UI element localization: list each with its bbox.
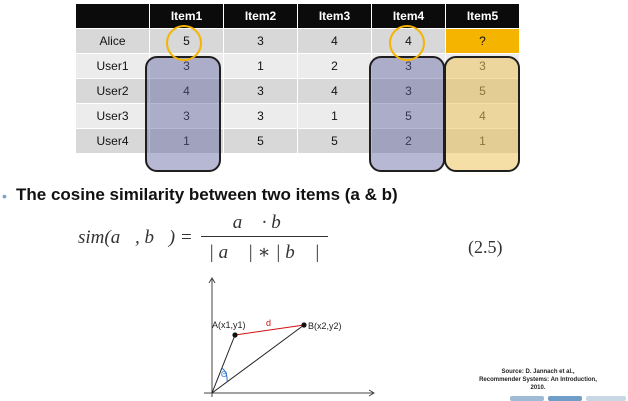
point-b-dot	[301, 322, 307, 328]
section-heading: The cosine similarity between two items …	[16, 185, 398, 204]
formula-lhs: sim(a⃗, b⃗) =	[78, 227, 193, 248]
rating-cell: 4	[297, 78, 372, 104]
unknown-rating-cell: ?	[445, 28, 520, 54]
formula-denominator: | a⃗ | ∗ | b⃗ |	[200, 236, 328, 264]
rating-cell: 1	[223, 53, 298, 79]
rating-cell: 5	[371, 103, 446, 129]
column-header: Item4	[371, 4, 446, 29]
formula-fraction: a⃗ · b⃗ | a⃗ | ∗ | b⃗ |	[200, 212, 328, 264]
distance-label: d	[266, 318, 271, 328]
item5-column-highlight	[444, 56, 520, 172]
cosine-similarity-formula: sim(a⃗, b⃗) = a⃗ · b⃗ | a⃗ | ∗ | b⃗ |	[78, 212, 328, 264]
row-user-name: User1	[75, 53, 150, 79]
row-user-name: User4	[75, 128, 150, 154]
point-b-label: B(x2,y2)	[308, 321, 342, 331]
vector-a	[211, 334, 236, 394]
source-line-2: Recommender Systems: An Introduction,	[479, 377, 597, 383]
row-user-name: Alice	[75, 28, 150, 54]
table-header-row: Item1 Item2 Item3 Item4 Item5	[75, 4, 520, 29]
rating-cell: 2	[297, 53, 372, 79]
rating-cell: 3	[223, 103, 298, 129]
table-row: Alice 5 3 4 4 ?	[75, 28, 520, 54]
rating-cell: 3	[223, 28, 298, 54]
row-user-name: User2	[75, 78, 150, 104]
alice-item4-circle	[389, 25, 425, 61]
source-line-3: 2010.	[530, 385, 546, 391]
rating-cell: 1	[149, 128, 224, 154]
item1-column-highlight	[145, 56, 221, 172]
row-user-name: User3	[75, 103, 150, 129]
bullet-marker: •	[2, 188, 7, 204]
vector-diagram: A(x1,y1) B(x2,y2) d Θ	[204, 277, 375, 397]
distance-line	[234, 324, 305, 336]
slide-corner-decoration	[510, 396, 626, 401]
alice-item1-circle	[166, 25, 202, 61]
rating-cell: 2	[371, 128, 446, 154]
y-axis-arrow	[208, 277, 216, 284]
source-citation: Source: D. Jannach et al., Recommender S…	[458, 368, 618, 392]
rating-cell: 4	[149, 78, 224, 104]
table-corner-cell	[75, 4, 150, 29]
x-axis-arrow	[368, 389, 375, 397]
rating-cell: 4	[297, 28, 372, 54]
point-a-label: A(x1,y1)	[212, 320, 246, 330]
point-a-dot	[232, 332, 238, 338]
rating-cell: 5	[297, 128, 372, 154]
formula-numerator: a⃗ · b⃗	[232, 212, 296, 233]
rating-cell: 5	[223, 128, 298, 154]
column-header: Item5	[445, 4, 520, 29]
equation-number: (2.5)	[468, 237, 503, 257]
rating-cell: 3	[223, 78, 298, 104]
rating-cell: 1	[297, 103, 372, 129]
angle-label: Θ	[221, 370, 227, 379]
rating-cell: 3	[371, 78, 446, 104]
column-header: Item1	[149, 4, 224, 29]
item4-column-highlight	[369, 56, 445, 172]
column-header: Item3	[297, 4, 372, 29]
source-line-1: Source: D. Jannach et al.,	[501, 369, 575, 375]
column-header: Item2	[223, 4, 298, 29]
angle-arc	[221, 367, 228, 383]
